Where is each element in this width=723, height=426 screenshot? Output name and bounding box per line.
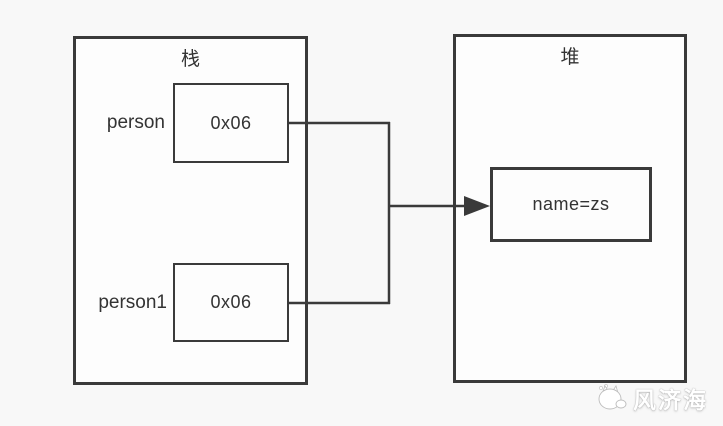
heap-object-box: name=zs	[490, 167, 652, 242]
variable-label-person1: person1	[98, 292, 167, 313]
watermark-text: 风济海	[633, 387, 708, 413]
reference-value-box-person: 0x06	[173, 83, 289, 163]
watermark: 风济海	[594, 378, 708, 418]
heap-title: 堆	[560, 47, 580, 68]
stack-title: 栈	[180, 49, 200, 70]
reference-value-box-person1: 0x06	[173, 263, 289, 342]
cat-logo-icon	[598, 384, 627, 410]
variable-label-person: person	[106, 112, 165, 133]
